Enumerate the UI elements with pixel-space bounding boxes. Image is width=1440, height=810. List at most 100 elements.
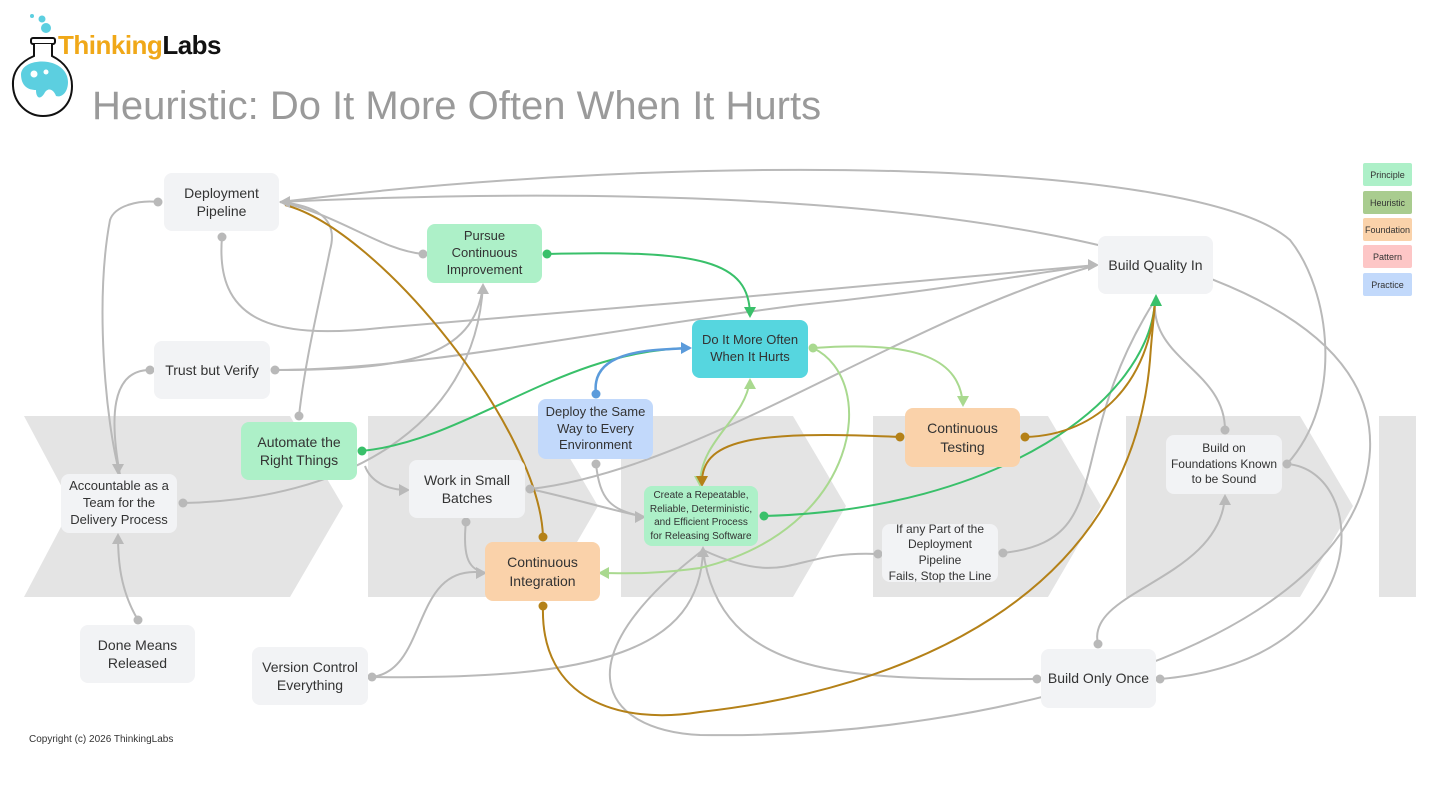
node-build-quality-in: Build Quality In (1098, 236, 1213, 294)
connector (1024, 299, 1156, 438)
connector (700, 433, 901, 486)
arrowhead (697, 546, 709, 557)
arrowhead (476, 567, 487, 579)
connector (279, 201, 333, 417)
flask-logo-icon (11, 14, 74, 118)
node-build-only-once: Build Only Once (1041, 649, 1156, 708)
node-continuous-testing: Continuous Testing (905, 408, 1020, 467)
arrowhead (681, 342, 692, 354)
connector (1096, 495, 1226, 645)
arrowhead (635, 511, 646, 523)
endpoint (1093, 639, 1103, 649)
connector (279, 201, 424, 255)
light-green-connectors (599, 345, 964, 575)
gray-connectors (101, 168, 1372, 737)
legend-foundation: Foundation (1363, 218, 1412, 241)
arrowheads (112, 196, 1231, 579)
connector (599, 347, 851, 575)
connector (529, 264, 1098, 490)
connector (1153, 299, 1226, 431)
connector (702, 549, 879, 569)
endpoint (294, 411, 304, 421)
endpoint (367, 672, 377, 682)
arrowhead (112, 464, 124, 475)
node-version-control: Version Control Everything (252, 647, 368, 705)
endpoint (591, 389, 601, 399)
node-repeatable-process: Create a Repeatable, Reliable, Determini… (644, 486, 758, 546)
endpoint (217, 232, 227, 242)
arrowhead (279, 196, 290, 208)
arrowhead (399, 484, 410, 496)
connector (1159, 463, 1343, 680)
node-done-means-released: Done Means Released (80, 625, 195, 683)
endpoint (1220, 425, 1230, 435)
endpoint (1282, 459, 1292, 469)
endpoint (461, 517, 471, 527)
arrowhead (598, 567, 609, 579)
endpoint (538, 532, 548, 542)
legend-heuristic: Heuristic (1363, 191, 1412, 214)
connector (371, 570, 487, 678)
legend-practice: Practice (1363, 273, 1412, 296)
node-trust-but-verify: Trust but Verify (154, 341, 270, 399)
connector (699, 379, 751, 486)
node-stop-the-line: If any Part of the Deployment Pipeline F… (882, 522, 998, 583)
connector (274, 284, 484, 371)
connector (220, 236, 1098, 333)
endpoint (895, 432, 905, 442)
endpoint (418, 249, 428, 259)
endpoint (808, 343, 818, 353)
node-continuous-integration: Continuous Integration (485, 542, 600, 601)
connector (279, 194, 1372, 737)
node-automate-right-things: Automate the Right Things (241, 422, 357, 480)
connector (546, 252, 751, 317)
arrowhead (1150, 294, 1162, 306)
endpoint (1020, 432, 1030, 442)
endpoint (525, 484, 535, 494)
legend-principle: Principle (1363, 163, 1412, 186)
node-pursue-continuous-improvement: Pursue Continuous Improvement (427, 224, 542, 283)
endpoint (591, 459, 601, 469)
copyright-text: Copyright (c) 2026 ThinkingLabs (29, 734, 174, 745)
endpoint (542, 249, 552, 259)
connector (702, 549, 1038, 681)
endpoint (133, 615, 143, 625)
node-deployment-pipeline: Deployment Pipeline (164, 173, 279, 231)
legend-pattern: Pattern (1363, 245, 1412, 268)
stage-chevron-6 (1379, 416, 1416, 597)
endpoint (145, 365, 155, 375)
blue-connectors (594, 346, 691, 395)
node-accountable-team: Accountable as a Team for the Delivery P… (61, 474, 177, 533)
arrowhead (1219, 494, 1231, 505)
connector (113, 369, 151, 476)
connector (101, 200, 159, 476)
arrowhead (744, 307, 756, 318)
endpoint (1032, 674, 1042, 684)
connector (274, 264, 1098, 371)
connector (279, 168, 1327, 465)
page-title: Heuristic: Do It More Often When It Hurt… (92, 84, 822, 128)
endpoint (998, 548, 1008, 558)
endpoint (178, 498, 188, 508)
arrowhead (112, 533, 124, 544)
node-deploy-same-way: Deploy the Same Way to Every Environment (538, 399, 653, 459)
connector (763, 299, 1156, 517)
arrowhead (477, 283, 489, 294)
arrowhead (696, 476, 708, 487)
endpoint (873, 549, 883, 559)
connector (1002, 299, 1156, 554)
endpoint (153, 197, 163, 207)
endpoint (357, 446, 367, 456)
connector (541, 299, 1156, 717)
endpoint (759, 511, 769, 521)
node-work-small-batches: Work in Small Batches (409, 460, 525, 518)
logo-text-part2: Labs (162, 30, 222, 60)
connector (594, 346, 691, 395)
arrowhead (744, 378, 756, 389)
connector (371, 549, 704, 679)
endpoint (538, 601, 548, 611)
endpoint (1155, 674, 1165, 684)
endpoint (270, 365, 280, 375)
logo-wordmark: ThinkingLabs (58, 30, 222, 61)
